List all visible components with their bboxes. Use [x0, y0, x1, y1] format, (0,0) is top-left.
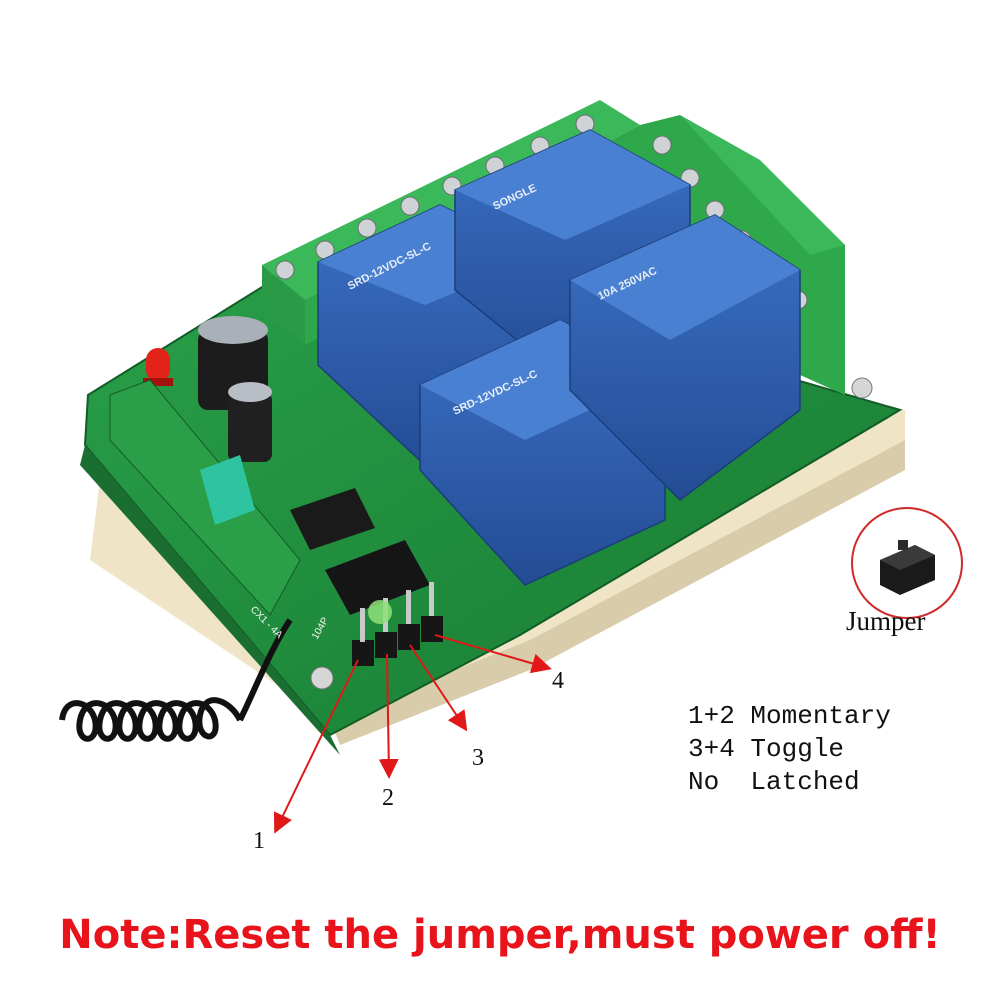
terminal-screw	[400, 196, 420, 216]
jumper-inset	[851, 507, 963, 619]
pin-label-2: 2	[382, 785, 394, 811]
mount-screw-front	[310, 666, 334, 690]
rf-receiver-module	[109, 379, 301, 616]
relay-4: 10A 250VAC	[569, 214, 801, 501]
ic-chip-2	[325, 540, 430, 615]
mode-line-momentary: 1+2 Momentary	[688, 701, 891, 731]
ic-chip-1	[290, 488, 375, 550]
arrow-pin-1	[273, 659, 359, 834]
terminal-screw	[652, 135, 672, 155]
arrow-pin-4	[434, 634, 552, 674]
pin-label-4: 4	[552, 668, 564, 694]
red-led	[143, 348, 173, 386]
electrolytic-capacitor-small	[228, 382, 272, 462]
jumper-label: Jumper	[846, 606, 926, 636]
power-off-note: Note:Reset the jumper,must power off!	[59, 912, 941, 958]
coiled-antenna	[59, 618, 293, 742]
pin-label-1: 1	[253, 828, 265, 854]
mount-screw-right	[851, 377, 873, 399]
arrow-pin-3	[409, 644, 468, 732]
terminal-screw	[357, 218, 377, 238]
mode-line-latched: No Latched	[688, 767, 860, 797]
jumper-header-pins	[352, 582, 443, 666]
mode-line-toggle: 3+4 Toggle	[688, 734, 845, 764]
arrow-pin-2	[378, 653, 399, 779]
pin-label-3: 3	[472, 745, 484, 771]
terminal-screw	[275, 260, 295, 280]
